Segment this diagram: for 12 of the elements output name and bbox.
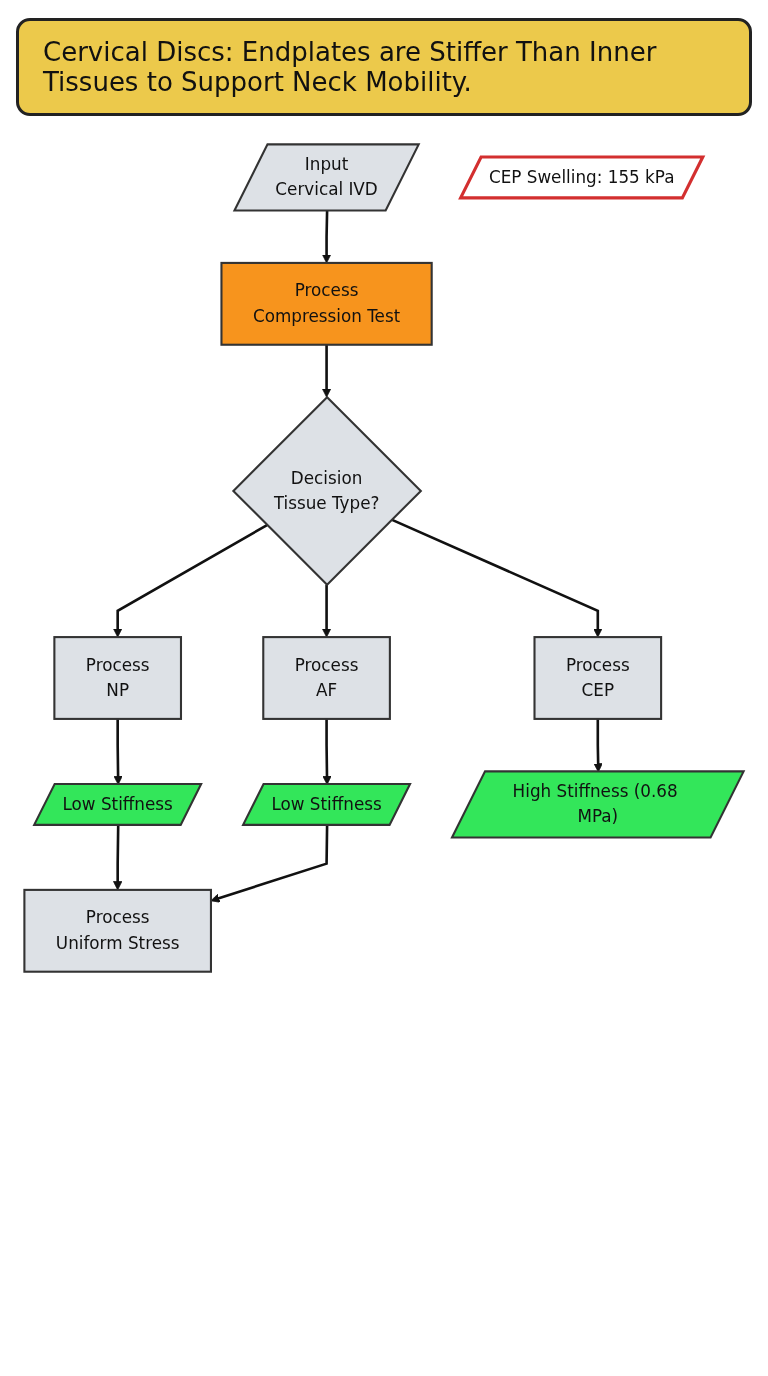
arrow <box>321 584 332 638</box>
arrow <box>321 344 332 398</box>
title-banner: Cervical Discs: Endplates are Stiffer Than Inner Tissues to Support Neck Mobility. <box>16 18 752 116</box>
node-diamond: Decision Tissue Type? <box>231 395 423 587</box>
arrow <box>210 825 329 903</box>
node-box: Process AF <box>262 636 391 720</box>
arrow <box>391 518 603 638</box>
arrow <box>113 523 268 638</box>
node-box: Process Uniform Stress <box>23 888 212 973</box>
node-box: Process Compression Test <box>220 261 433 346</box>
node-box: Process NP <box>53 636 183 720</box>
node-box: Process CEP <box>533 636 663 720</box>
